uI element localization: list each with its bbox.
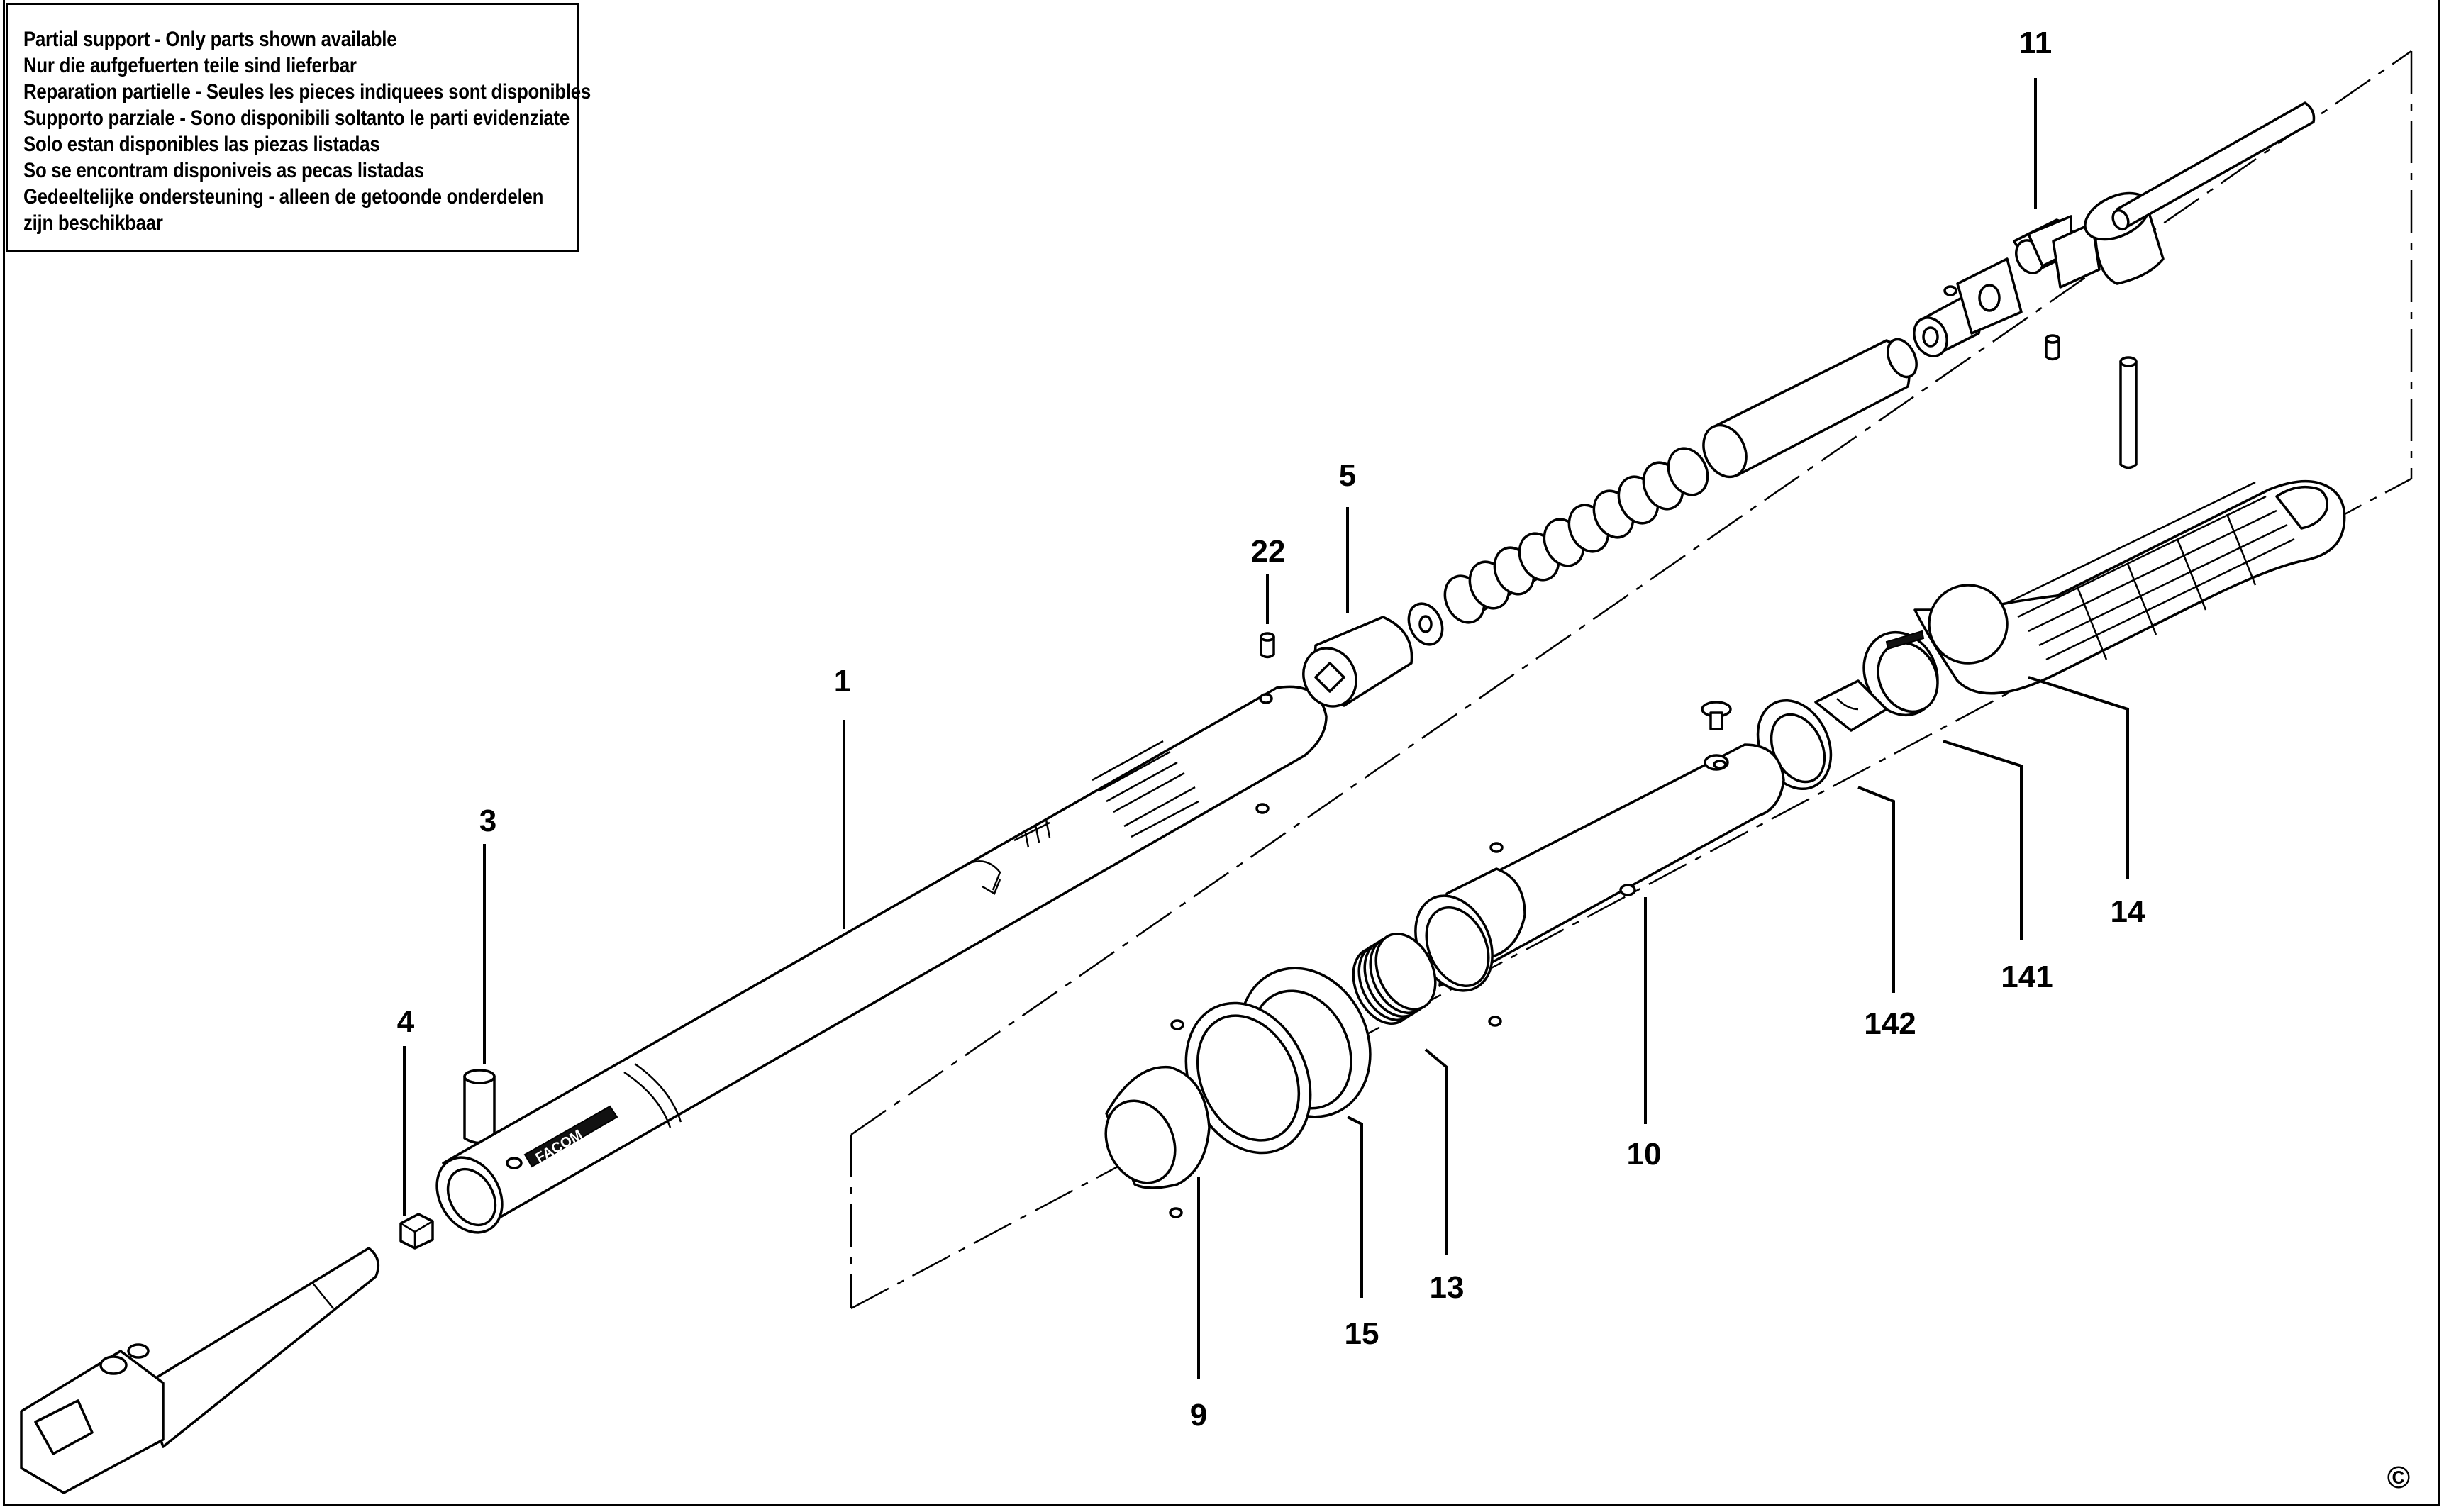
part-5-square-bush	[1302, 616, 1413, 708]
callout-4: 4	[397, 1004, 415, 1039]
part-141-collar	[1862, 630, 1939, 717]
part-11-adjuster	[1943, 101, 2316, 361]
notice-line-pt: So se encontram disponiveis as pecas lis…	[23, 159, 424, 182]
notice-line-nl-cont: zijn beschikbaar	[23, 211, 163, 235]
callout-22: 22	[1251, 534, 1286, 569]
callout-141: 141	[2001, 960, 2053, 994]
leader-lines	[403, 78, 2129, 1379]
guide-pin-vertical	[2119, 356, 2138, 469]
part-4-square-block	[399, 1213, 434, 1250]
callout-10: 10	[1627, 1137, 1662, 1172]
partial-support-notice: Partial support - Only parts shown avail…	[6, 3, 591, 252]
notice-line-nl: Gedeeltelijke ondersteuning - alleen de …	[23, 185, 544, 209]
callout-5: 5	[1339, 458, 1356, 493]
part-10-inner-tube	[1414, 743, 1785, 1027]
callout-3: 3	[479, 804, 496, 838]
callout-13: 13	[1430, 1270, 1465, 1305]
callout-11: 11	[2019, 26, 2053, 60]
callout-142: 142	[1864, 1006, 1916, 1041]
spring-assembly	[1407, 293, 1982, 646]
copyright-symbol: ©	[2387, 1460, 2410, 1495]
part-15-flange-ring	[1184, 967, 1372, 1155]
callout-9: 9	[1190, 1398, 1207, 1433]
notice-line-en: Partial support - Only parts shown avail…	[23, 28, 397, 51]
square-drive-head	[20, 1247, 380, 1494]
part-13-spring-coil	[1352, 933, 1437, 1025]
notice-line-it: Supporto parziale - Sono disponibili sol…	[23, 106, 570, 130]
assembly-axis-box	[850, 50, 2413, 1310]
drawing-frame	[3, 0, 2440, 1506]
part-1-main-tube: FACOM	[435, 685, 1328, 1234]
part-9-cone-bush	[1104, 1019, 1211, 1218]
notice-line-de: Nur die aufgefuerten teile sind lieferba…	[23, 54, 357, 77]
callout-1: 1	[834, 664, 851, 699]
part-14-handle-grip	[1913, 479, 2346, 695]
callout-14: 14	[2111, 894, 2145, 929]
callout-15: 15	[1345, 1316, 1379, 1351]
part-3-pin	[463, 1069, 496, 1145]
notice-line-fr: Reparation partielle - Seules les pieces…	[23, 80, 591, 104]
part-22-small-pin	[1260, 632, 1275, 659]
fixing-screw	[1701, 701, 1732, 730]
notice-line-es: Solo estan disponibles las piezas listad…	[23, 133, 380, 156]
